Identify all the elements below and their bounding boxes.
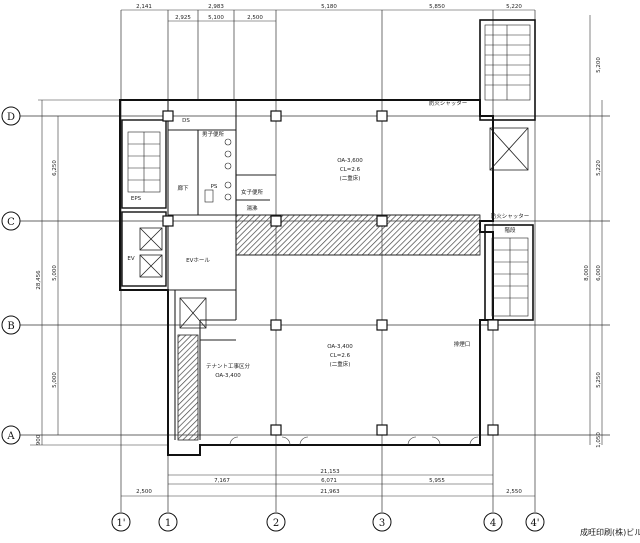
lower-office-line-0: OA-3,400 (327, 344, 353, 350)
dim-bottom-6: 21,963 (320, 489, 340, 495)
shutter-right-label: 防火シャッター (491, 212, 530, 220)
dim-top-4: 5,180 (321, 4, 337, 10)
pantry-label: 湯沸 (246, 204, 258, 212)
axis-label-1p: 1' (116, 518, 125, 529)
shaft-sub-label: OA-3,400 (215, 373, 241, 379)
lower-office-line-2: (二重床) (330, 360, 351, 368)
dim-right-2: 8,000 (584, 265, 590, 281)
dim-top-3: 2,500 (247, 15, 263, 21)
ev-hall-label: EVホール (186, 257, 210, 264)
room-labels: OA-3,600 CL=2.6 (二重床) OA-3,400 CL=2.6 (二… (127, 99, 529, 379)
dim-right-4: 5,250 (596, 372, 602, 388)
ps-label: PS (211, 184, 218, 190)
dim-bottom-2: 6,071 (321, 478, 337, 484)
drawing-caption: 成旺印刷(株)ビル (580, 528, 640, 537)
dimension-texts: 2,141 2,925 2,983 2,500 5,180 5,850 5,22… (36, 4, 602, 495)
lower-office-line-1: CL=2.6 (330, 353, 351, 359)
window-marks (229, 436, 479, 446)
dim-top-5: 5,850 (429, 4, 445, 10)
axis-label-3: 3 (379, 518, 385, 529)
dim-left-4: 900 (36, 434, 42, 445)
upper-office-line-2: (二重床) (340, 174, 361, 182)
dim-bottom-0: 2,500 (136, 489, 152, 495)
building-outline (119, 19, 536, 456)
toilet-fixtures (204, 138, 232, 203)
axis-label-2: 2 (273, 518, 279, 529)
corridor-label: 廊下 (177, 184, 189, 192)
axis-label-4p: 4' (530, 518, 539, 529)
axis-label-d: D (7, 112, 15, 123)
shutter-top-label: 防火シャッター (429, 99, 468, 107)
structural-columns (162, 110, 499, 436)
interior-walls (167, 100, 480, 440)
dim-bottom-1: 7,167 (214, 478, 230, 484)
duct-label: DS (182, 118, 190, 124)
axis-label-c: C (7, 217, 15, 228)
dim-top-0: 2,141 (136, 4, 152, 10)
hatched-shaft (177, 334, 199, 441)
dim-left-2: 28,456 (36, 270, 42, 290)
upper-office-line-0: OA-3,600 (337, 158, 363, 164)
dim-left-0: 6,250 (52, 160, 58, 176)
wc-f-label: 女子便所 (241, 188, 264, 196)
dim-right-5: 1,050 (596, 432, 602, 448)
dim-left-3: 5,000 (52, 372, 58, 388)
ev-label: EV (127, 256, 134, 262)
grid-lines (20, 10, 610, 512)
axis-label-4: 4 (490, 518, 496, 529)
dim-right-1: 5,220 (596, 160, 602, 176)
axis-label-1: 1 (165, 518, 171, 529)
dim-right-0: 5,200 (596, 57, 602, 73)
dim-bottom-3: 5,955 (429, 478, 445, 484)
axis-label-b: B (7, 321, 14, 332)
stairs (127, 24, 531, 317)
axis-label-a: A (6, 431, 15, 442)
stair-label: 階段 (504, 226, 516, 234)
dim-top-1: 2,925 (175, 15, 191, 21)
dim-bottom-4: 2,550 (506, 489, 522, 495)
dim-top-mid-0: 5,100 (208, 15, 224, 21)
axis-bubbles (1, 106, 545, 532)
wc-m-label: 男子便所 (202, 130, 225, 138)
shaft-label: テナント工事区分 (206, 362, 251, 370)
axis-labels: 1' 1 2 3 4 4' D C B A (6, 112, 539, 529)
smoke-label: 排煙口 (454, 340, 471, 348)
eps-label: EPS (131, 196, 142, 202)
dim-right-3: 6,000 (596, 265, 602, 281)
dim-top-2: 2,983 (208, 4, 224, 10)
dim-top-6: 5,220 (506, 4, 522, 10)
dim-left-1: 5,000 (52, 265, 58, 281)
upper-office-line-1: CL=2.6 (340, 167, 361, 173)
dim-bottom-5: 21,153 (320, 469, 340, 475)
elevator-shafts (139, 127, 529, 329)
